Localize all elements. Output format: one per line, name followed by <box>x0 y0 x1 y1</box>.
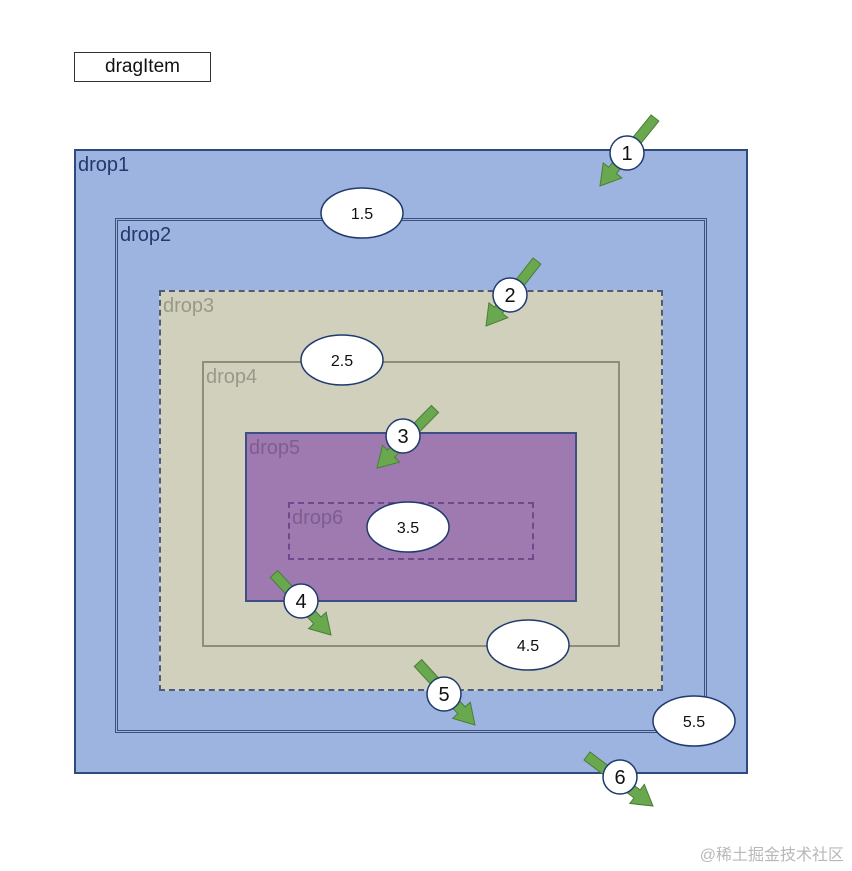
step-marker-6 <box>602 759 638 795</box>
step-marker-2-label: 2 <box>504 285 515 307</box>
watermark: @稀土掘金技术社区 <box>699 847 844 864</box>
midpoint-marker-2 <box>300 334 384 386</box>
step-marker-4 <box>283 583 319 619</box>
step-marker-4-label: 4 <box>295 591 306 613</box>
midpoint-marker-3-label: 3.5 <box>397 520 419 537</box>
drop-zone-4-label: drop4 <box>206 366 258 388</box>
step-marker-1 <box>609 135 645 171</box>
midpoint-marker-2-label: 2.5 <box>331 353 353 370</box>
midpoint-marker-1-label: 1.5 <box>351 206 373 223</box>
midpoint-marker-3 <box>366 501 450 553</box>
drop-zone-5-label: drop5 <box>249 437 301 459</box>
step-marker-1-label: 1 <box>621 143 632 165</box>
drop-zone-6-label: drop6 <box>292 507 344 529</box>
midpoint-marker-1 <box>320 187 404 239</box>
midpoint-marker-4 <box>486 619 570 671</box>
step-marker-5 <box>426 676 462 712</box>
step-marker-3 <box>385 418 421 454</box>
step-marker-5-label: 5 <box>438 684 449 706</box>
drop-zone-2-label: drop2 <box>120 224 172 246</box>
step-marker-3-label: 3 <box>397 426 408 448</box>
drop-zone-3-label: drop3 <box>163 295 215 317</box>
step-marker-6-label: 6 <box>614 767 625 789</box>
drop-zone-1-label: drop1 <box>78 154 130 176</box>
step-marker-2 <box>492 277 528 313</box>
midpoint-marker-5-label: 5.5 <box>683 714 705 731</box>
midpoint-marker-5 <box>652 695 736 747</box>
drag-item[interactable]: dragItem <box>74 52 211 82</box>
midpoint-marker-4-label: 4.5 <box>517 638 539 655</box>
